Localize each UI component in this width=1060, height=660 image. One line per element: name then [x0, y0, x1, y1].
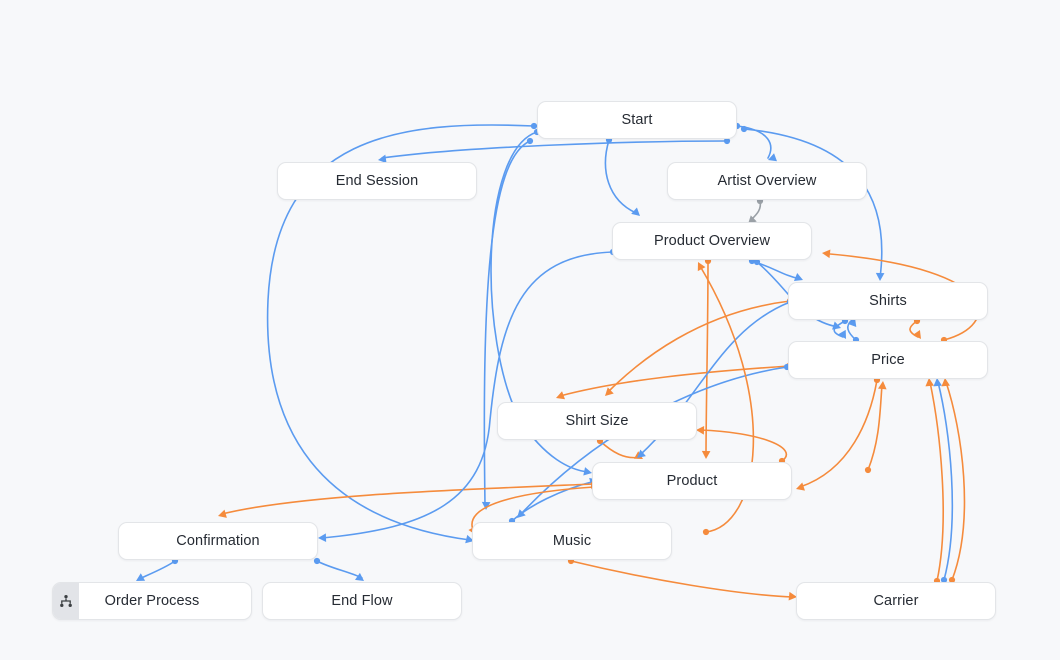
edge-arrowhead: [701, 450, 711, 459]
node-end-session[interactable]: End Session: [277, 162, 477, 200]
edge-arrowhead: [875, 272, 885, 281]
node-music[interactable]: Music: [472, 522, 672, 560]
node-price[interactable]: Price: [788, 341, 988, 379]
edge-arrowhead: [633, 451, 643, 459]
edge-source-dot: [740, 125, 748, 133]
edge-product-to-price[interactable]: [864, 381, 887, 474]
edge-price-to-product[interactable]: [795, 376, 881, 493]
node-label: Product: [666, 472, 718, 489]
edge-arrowhead: [696, 425, 705, 435]
edge-arrowhead: [697, 262, 706, 272]
edge-confirmation-to-end-flow[interactable]: [313, 557, 367, 585]
node-shirt-size[interactable]: Shirt Size: [497, 402, 697, 440]
edge-arrowhead: [822, 249, 831, 259]
edge-price-to-shirts[interactable]: [847, 317, 860, 344]
node-label: Carrier: [873, 592, 919, 609]
edge-carrier-to-price[interactable]: [933, 378, 954, 584]
edge-start-to-end-session[interactable]: [377, 137, 731, 164]
edge-arrowhead: [218, 509, 227, 518]
node-order-process[interactable]: Order Process: [52, 582, 252, 620]
edge-shirts-to-shirt-size[interactable]: [602, 297, 794, 399]
node-label: End Session: [335, 172, 419, 189]
edge-carrier-to-price[interactable]: [925, 378, 944, 585]
edge-arrowhead: [878, 381, 887, 390]
node-label: Confirmation: [176, 532, 260, 549]
node-label: Shirts: [869, 292, 907, 309]
edge-arrowhead: [912, 329, 921, 339]
node-artist-overview[interactable]: Artist Overview: [667, 162, 867, 200]
edge-product-overview-to-shirts[interactable]: [748, 257, 805, 284]
edge-product-overview-to-product[interactable]: [701, 257, 712, 459]
edge-arrowhead: [556, 391, 565, 400]
node-label: Order Process: [104, 592, 200, 609]
node-confirmation[interactable]: Confirmation: [118, 522, 318, 560]
edge-arrowhead: [631, 207, 640, 216]
edge-arrowhead: [838, 329, 846, 339]
edge-start-to-artist-overview[interactable]: [733, 122, 777, 164]
edge-shirt-size-to-product[interactable]: [596, 437, 645, 463]
node-shirts[interactable]: Shirts: [788, 282, 988, 320]
node-label: Start: [621, 111, 653, 128]
node-product-overview[interactable]: Product Overview: [612, 222, 812, 260]
sitemap-icon: [53, 583, 79, 619]
edge-product-overview-to-confirmation[interactable]: [318, 248, 617, 543]
edge-product-to-confirmation[interactable]: [217, 480, 598, 520]
edge-product-to-shirt-size[interactable]: [696, 425, 788, 465]
edge-music-to-product[interactable]: [508, 476, 599, 525]
edge-start-to-product-overview[interactable]: [604, 136, 642, 219]
edge-arrowhead: [605, 387, 614, 396]
node-label: Artist Overview: [717, 172, 817, 189]
edge-shirts-to-price[interactable]: [833, 317, 850, 341]
node-label: Shirt Size: [565, 412, 629, 429]
edge-arrowhead: [796, 482, 805, 491]
edge-source-dot: [526, 137, 534, 145]
edge-source-dot: [702, 528, 710, 536]
edge-arrowhead: [318, 533, 327, 543]
edge-arrowhead: [517, 509, 526, 518]
node-end-flow[interactable]: End Flow: [262, 582, 462, 620]
node-product[interactable]: Product: [592, 462, 792, 500]
node-start[interactable]: Start: [537, 101, 737, 139]
edge-source-dot: [313, 557, 321, 565]
node-label: Music: [552, 532, 592, 549]
edge-arrowhead: [637, 449, 646, 458]
edge-arrowhead: [832, 321, 841, 330]
node-carrier[interactable]: Carrier: [796, 582, 996, 620]
edge-confirmation-to-order-process[interactable]: [134, 557, 179, 585]
edge-shirts-to-price[interactable]: [909, 317, 925, 342]
node-label: Product Overview: [653, 232, 771, 249]
node-label: Price: [871, 351, 905, 368]
node-label: End Flow: [331, 592, 393, 609]
edge-start-to-music[interactable]: [481, 137, 534, 510]
edge-arrowhead: [481, 501, 491, 510]
edge-price-to-shirt-size[interactable]: [555, 362, 793, 402]
edge-music-to-carrier[interactable]: [567, 557, 798, 601]
edge-source-dot: [864, 466, 872, 474]
edge-carrier-to-price[interactable]: [941, 378, 966, 584]
